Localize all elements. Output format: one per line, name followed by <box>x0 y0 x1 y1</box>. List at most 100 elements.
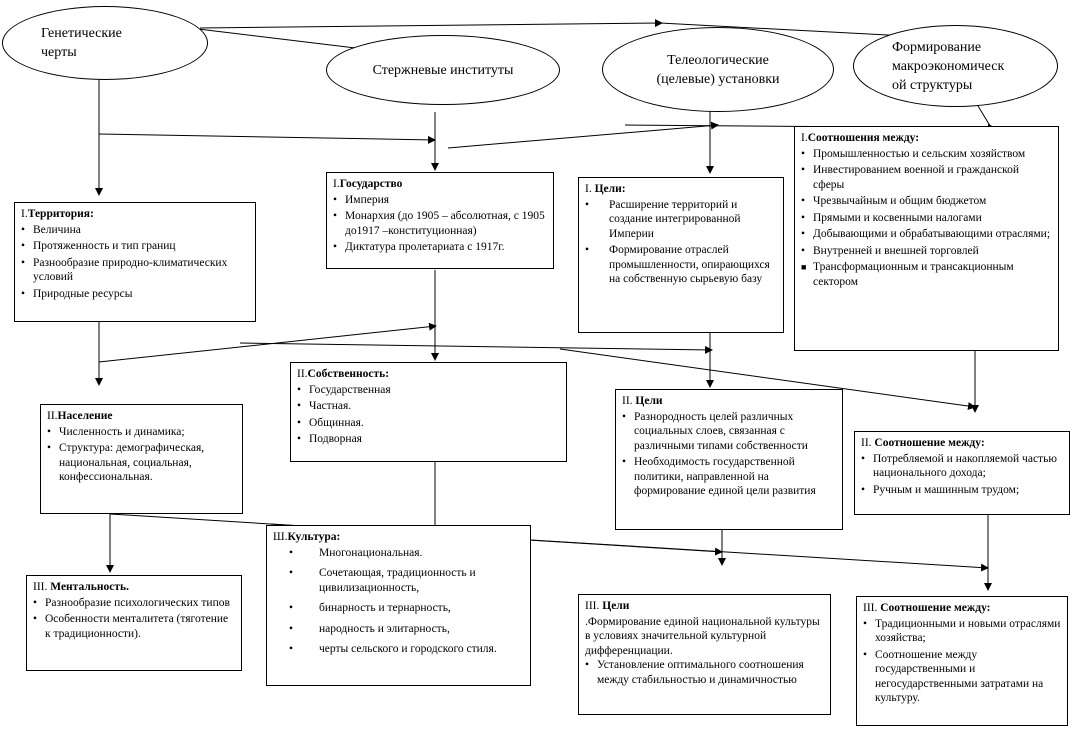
box-territory-num: I. <box>21 208 28 220</box>
box-mentality-list: Разнообразие психологических типов Особе… <box>33 596 235 642</box>
ellipse-teleological-line-2: (целевые) установки <box>656 71 780 87</box>
box-ratio-1: I.Соотношения между: Промышленностью и с… <box>794 126 1059 351</box>
box-goals-3-text: .Формирование единой национальной культу… <box>585 615 820 657</box>
list-item: Инвестированием военной и гражданской сф… <box>801 163 1052 192</box>
list-item: Империя <box>333 193 547 208</box>
box-population-title: Население <box>57 410 113 422</box>
list-item: Расширение территорий и создание интегри… <box>585 198 777 242</box>
list-item: Установление оптимального соотношения ме… <box>585 658 824 687</box>
box-territory-list: Величина Протяженность и тип границ Разн… <box>21 223 249 302</box>
box-ratio-3-header: III. Соотношение между: <box>863 601 1061 616</box>
box-state-header: I.Государство <box>333 177 547 192</box>
ellipse-macro-structure: Формирование макроэкономическ ой структу… <box>853 25 1058 107</box>
arrow-genetic-to-macro <box>659 22 926 41</box>
box-goals-2-title: Цели <box>635 395 663 407</box>
arrow-genetic-to-core <box>189 27 373 54</box>
box-ratio-3-list: Традиционными и новыми отраслями хозяйст… <box>863 617 1061 706</box>
list-item: Природные ресурсы <box>21 287 249 302</box>
list-item: Потребляемой и накопляемой частью национ… <box>861 452 1063 481</box>
box-culture: Ш.Культура: Многонациональная. Сочетающа… <box>266 525 531 686</box>
box-mentality-num: III. <box>33 581 51 593</box>
box-population-list: Численность и динамика; Структура: демог… <box>47 425 236 485</box>
box-ratio-2-num: II. <box>861 437 875 449</box>
ellipse-genetic-line-1: Генетические <box>41 26 122 41</box>
box-population-num: II. <box>47 410 58 422</box>
list-item: Необходимость государственной политики, … <box>622 455 836 499</box>
box-property-header: II.Собственность: <box>297 367 560 382</box>
box-property-num: II. <box>297 368 308 380</box>
list-item: Разнообразие природно-климатических усло… <box>21 256 249 285</box>
box-ratio-3-title: Соотношение между: <box>880 602 991 614</box>
ellipse-teleological-line-1: Телеологические <box>667 52 769 68</box>
box-goals-3-header: III. Цели <box>585 599 824 614</box>
list-item: черты сельского и городского стиля. <box>273 642 524 657</box>
list-item: бинарность и тернарность, <box>273 601 524 616</box>
box-territory: I.Территория: Величина Протяженность и т… <box>14 202 256 322</box>
ellipse-macro-line-3: ой структуры <box>892 77 973 93</box>
list-item: Ручным и машинным трудом; <box>861 483 1063 498</box>
list-item: Многонациональная. <box>273 546 524 561</box>
box-territory-title: Территория: <box>27 208 94 220</box>
box-goals-3: III. Цели .Формирование единой националь… <box>578 594 831 715</box>
box-goals-2-num: II. <box>622 395 636 407</box>
arrow-row2-cross-b <box>239 342 713 354</box>
list-item: Добывающими и обрабатывающими отраслями; <box>801 227 1052 242</box>
box-goals-3-title: Цели <box>602 600 630 612</box>
list-item: Монархия (до 1905 – абсолютная, с 1905 д… <box>333 209 547 238</box>
box-ratio-2-title: Соотношение между: <box>874 437 985 449</box>
box-ratio-3-num: III. <box>863 602 881 614</box>
arrow-genetic-to-teleological <box>199 19 663 29</box>
box-ratio-1-title: Соотношения между: <box>807 132 920 144</box>
box-goals-1-list: Расширение территорий и создание интегри… <box>585 198 777 287</box>
box-ratio-3: III. Соотношение между: Традиционными и … <box>856 596 1068 726</box>
box-property-title: Собственность: <box>307 368 390 380</box>
list-item: Особенности менталитета (тяготение к тра… <box>33 612 235 641</box>
ellipse-macro-line-2: макроэкономическ <box>892 58 1005 74</box>
box-culture-header: Ш.Культура: <box>273 530 524 545</box>
box-population: II.Население Численность и динамика; Стр… <box>40 404 243 514</box>
list-item: народность и элитарность, <box>273 622 524 637</box>
box-population-header: II.Население <box>47 409 236 424</box>
box-ratio-2-list: Потребляемой и накопляемой частью национ… <box>861 452 1063 498</box>
box-state-num: I. <box>333 178 340 190</box>
list-item: Трансформационным и трансакционным секто… <box>801 260 1052 289</box>
box-ratio-1-num: I. <box>801 132 808 144</box>
list-item: Диктатура пролетариата с 1917г. <box>333 240 547 255</box>
list-item: Общинная. <box>297 416 560 431</box>
ellipse-core-institutions: Стержневые институты <box>326 35 560 105</box>
list-item: Традиционными и новыми отраслями хозяйст… <box>863 617 1061 646</box>
list-item: Подворная <box>297 432 560 447</box>
box-goals-1-title: Цели: <box>594 183 626 195</box>
box-goals-3-list: Установление оптимального соотношения ме… <box>585 658 824 687</box>
list-item: Разнообразие психологических типов <box>33 596 235 611</box>
box-culture-num: Ш. <box>273 531 288 543</box>
box-ratio-1-list: Промышленностью и сельским хозяйством Ин… <box>801 147 1052 290</box>
box-goals-2-list: Разнородность целей различных социальных… <box>622 410 836 499</box>
list-item: Частная. <box>297 399 560 414</box>
list-item: Промышленностью и сельским хозяйством <box>801 147 1052 162</box>
ellipse-genetic-line-2: черты <box>41 45 77 60</box>
list-item: Внутренней и внешней торговлей <box>801 244 1052 259</box>
box-state-title: Государство <box>339 178 403 190</box>
box-territory-header: I.Территория: <box>21 207 249 222</box>
list-item: Структура: демографическая, национальная… <box>47 441 236 485</box>
list-item: Чрезвычайным и общим бюджетом <box>801 194 1052 209</box>
arrow-row2-cross-a <box>98 322 437 363</box>
list-item: Численность и динамика; <box>47 425 236 440</box>
box-property: II.Собственность: Государственная Частна… <box>290 362 567 462</box>
box-goals-1-header: I. Цели: <box>585 182 777 197</box>
box-culture-title: Культура: <box>287 531 341 543</box>
list-item: Протяженность и тип границ <box>21 239 249 254</box>
box-mentality-title: Ментальность. <box>50 581 129 593</box>
box-state-list: Империя Монархия (до 1905 – абсолютная, … <box>333 193 547 255</box>
arrow-row1-cross-a <box>98 133 436 144</box>
ellipse-genetic-features: Генетические черты <box>2 6 208 80</box>
box-culture-list: Многонациональная. Сочетающая, традицион… <box>273 546 524 657</box>
box-mentality-header: III. Ментальность. <box>33 580 235 595</box>
list-item: Соотношение между государственными и нег… <box>863 648 1061 706</box>
arrow-row1-cross-b <box>447 121 719 149</box>
box-ratio-2-header: II. Соотношение между: <box>861 436 1063 451</box>
box-goals-1-num: I. <box>585 183 595 195</box>
box-property-list: Государственная Частная. Общинная. Подво… <box>297 383 560 447</box>
box-ratio-1-header: I.Соотношения между: <box>801 131 1052 146</box>
